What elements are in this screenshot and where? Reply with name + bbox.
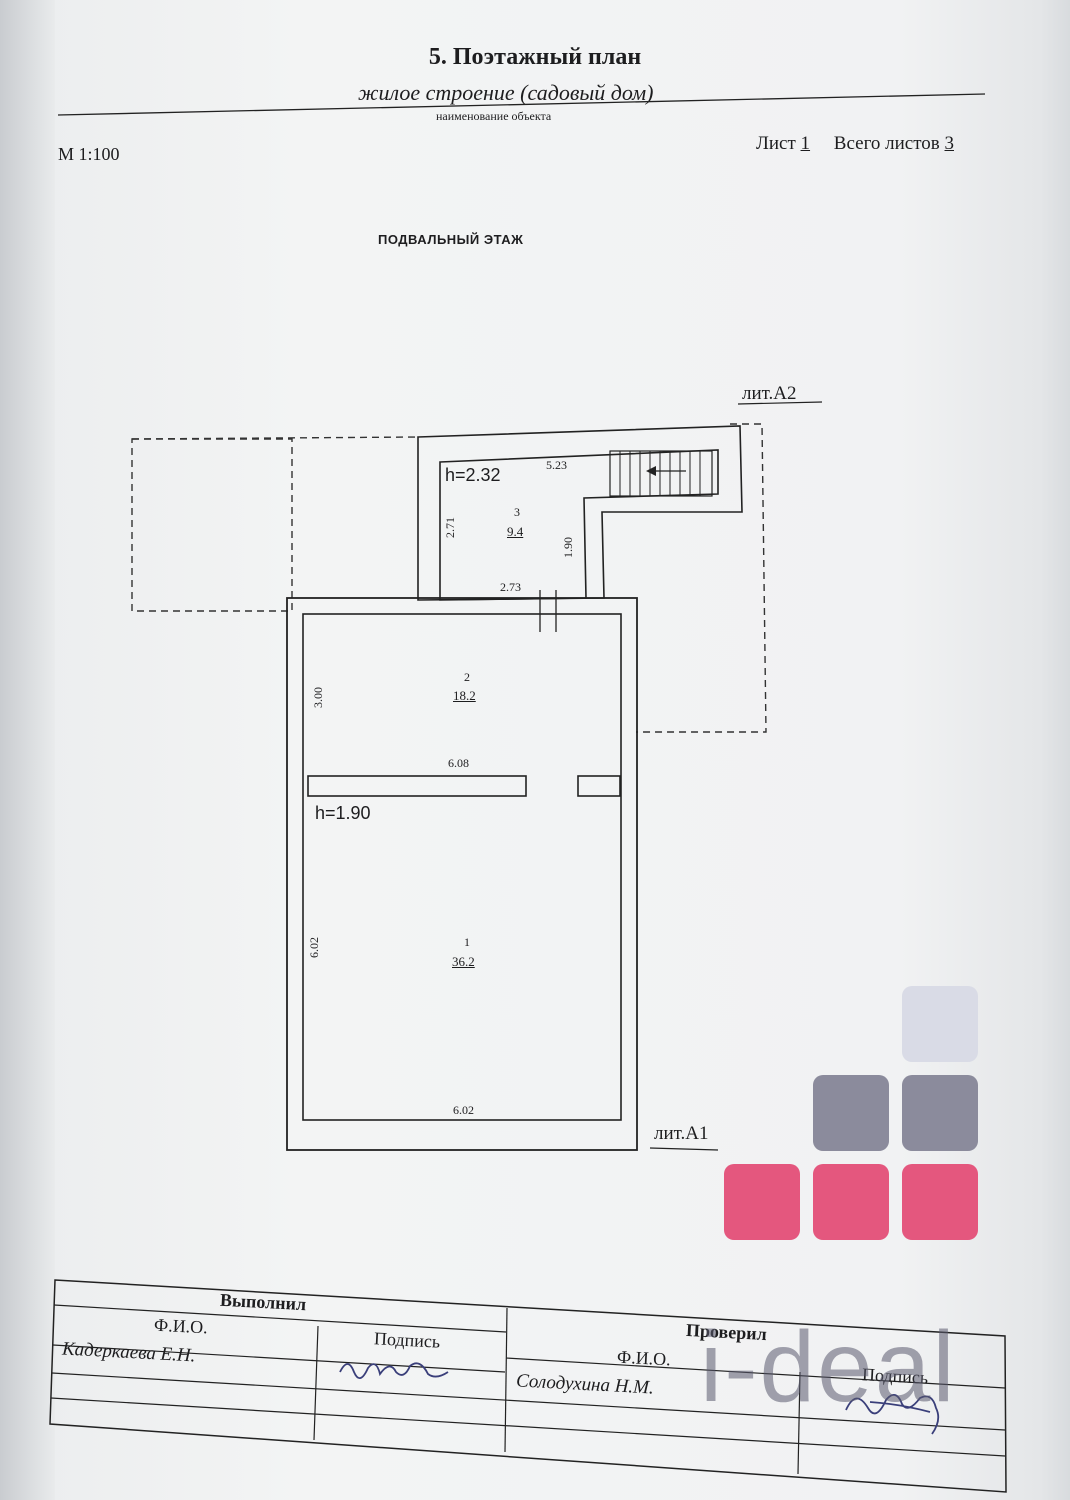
page-edge-shadow — [0, 0, 55, 1500]
watermark-square-light — [902, 986, 978, 1062]
object-name: жилое строение (садовый дом) — [358, 80, 654, 105]
lit-a1-label: лит.А1 — [654, 1123, 709, 1144]
watermark-square-pink-2 — [813, 1164, 889, 1240]
document-title: 5. Поэтажный план — [428, 44, 642, 70]
room-2-number: 2 — [464, 670, 470, 684]
lit-a2-underline — [737, 401, 823, 405]
scale-label: М 1:100 — [58, 144, 120, 164]
height-upper: h=2.32 — [445, 465, 501, 485]
partition-wall-right — [577, 775, 621, 797]
total-sheets-number: 3 — [944, 133, 955, 154]
sheet-number: 1 — [800, 133, 811, 154]
room-2-area: 18.2 — [453, 688, 476, 703]
room-3-inner-wall — [439, 449, 719, 601]
dim-2-73: 2.73 — [500, 580, 521, 594]
lit-a2-label: лит.А2 — [742, 383, 797, 404]
object-name-caption: наименование объекта — [436, 109, 552, 123]
watermark-brand: i-deal — [700, 1311, 957, 1423]
watermark-square-gray-1 — [813, 1075, 889, 1151]
height-lower: h=1.90 — [315, 803, 371, 823]
header-underline — [57, 93, 986, 116]
room-3-area: 9.4 — [507, 524, 524, 539]
dim-6-08: 6.08 — [448, 756, 469, 770]
dim-6-02-horizontal: 6.02 — [453, 1103, 474, 1117]
floor-label: ПОДВАЛЬНЫЙ ЭТАЖ — [378, 232, 524, 247]
building-a1-inner-wall — [302, 613, 622, 1121]
lit-a1-underline — [649, 1147, 719, 1151]
watermark-square-gray-2 — [902, 1075, 978, 1151]
sheet-label: Лист — [756, 133, 796, 154]
room-1-area: 36.2 — [452, 954, 475, 969]
signature-done — [339, 1362, 449, 1379]
dashed-outline-left — [131, 438, 293, 612]
total-sheets-label: Всего листов — [833, 133, 940, 154]
room-3-outer-wall — [417, 425, 743, 601]
watermark-square-pink-3 — [902, 1164, 978, 1240]
signature-checked — [845, 1394, 940, 1435]
partition-wall-left — [307, 775, 527, 797]
dim-5-23: 5.23 — [546, 458, 567, 472]
staircase — [609, 450, 713, 497]
room-3-number: 3 — [514, 505, 520, 519]
building-a1-outer-wall — [286, 597, 638, 1151]
dashed-outline-right — [636, 423, 767, 733]
room-1-number: 1 — [464, 935, 470, 949]
sheet-info: Лист 1 Всего листов 3 — [756, 133, 954, 155]
watermark-square-pink-1 — [724, 1164, 800, 1240]
